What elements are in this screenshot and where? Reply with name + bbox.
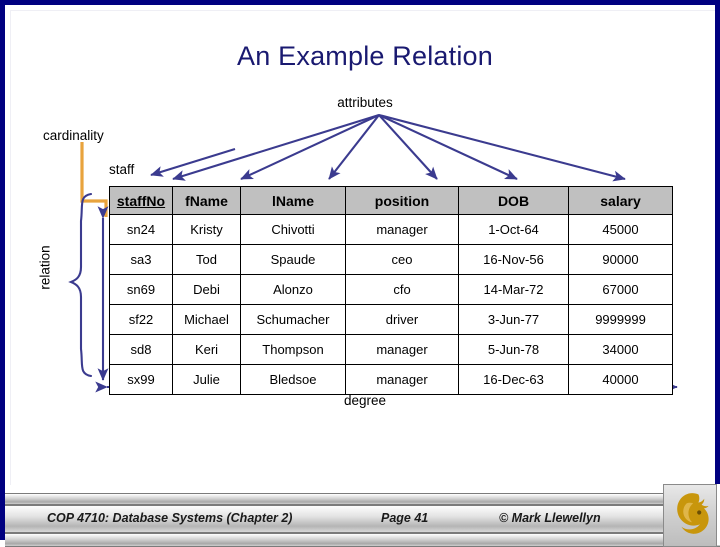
relation-table: staffNo fName lName position DOB salary … [109, 186, 673, 395]
attributes-arrows [172, 113, 626, 182]
table-row: sa3 Tod Spaude ceo 16-Nov-56 90000 [109, 244, 673, 275]
cell-lname: Schumacher [240, 304, 346, 335]
cell-fname: Julie [172, 364, 241, 395]
footer-band-bottom [5, 533, 720, 547]
footer-copyright: © Mark Llewellyn [499, 511, 601, 525]
cell-fname: Michael [172, 304, 241, 335]
column-header-staffno: staffNo [109, 186, 173, 215]
cell-position: manager [345, 214, 459, 245]
slide-right-border [715, 5, 720, 545]
cell-staffno: sf22 [109, 304, 173, 335]
label-table-name: staff [109, 162, 135, 177]
footer-course-text: COP 4710: Database Systems (Chapter 2) [47, 511, 293, 525]
relation-brace [68, 192, 93, 378]
cell-lname: Bledsoe [240, 364, 346, 395]
column-header-position: position [345, 186, 459, 215]
column-header-fname: fName [172, 186, 241, 215]
label-attributes: attributes [337, 95, 393, 110]
ucf-pegasus-logo [663, 484, 717, 547]
cell-fname: Keri [172, 334, 241, 365]
cell-dob: 16-Nov-56 [458, 244, 569, 275]
cell-salary: 90000 [568, 244, 673, 275]
column-header-dob: DOB [458, 186, 569, 215]
footer-band-top [5, 493, 720, 505]
slide-footer: COP 4710: Database Systems (Chapter 2) P… [5, 486, 720, 547]
cell-dob: 1-Oct-64 [458, 214, 569, 245]
footer-band-main [5, 505, 720, 533]
cell-dob: 14-Mar-72 [458, 274, 569, 305]
cell-dob: 3-Jun-77 [458, 304, 569, 335]
page-title: An Example Relation [237, 41, 493, 71]
table-row: sf22 Michael Schumacher driver 3-Jun-77 … [109, 304, 673, 335]
column-header-lname: lName [240, 186, 346, 215]
cell-fname: Debi [172, 274, 241, 305]
label-degree: degree [343, 393, 387, 408]
cell-position: manager [345, 334, 459, 365]
table-row: sn24 Kristy Chivotti manager 1-Oct-64 45… [109, 214, 673, 245]
table-header-row: staffNo fName lName position DOB salary [109, 186, 673, 215]
cell-lname: Thompson [240, 334, 346, 365]
cell-staffno: sn24 [109, 214, 173, 245]
cell-staffno: sn69 [109, 274, 173, 305]
cell-dob: 5-Jun-78 [458, 334, 569, 365]
cell-lname: Chivotti [240, 214, 346, 245]
cardinality-connector [80, 142, 108, 217]
cell-salary: 67000 [568, 274, 673, 305]
cell-position: cfo [345, 274, 459, 305]
table-row: sn69 Debi Alonzo cfo 14-Mar-72 67000 [109, 274, 673, 305]
label-cardinality: cardinality [43, 128, 104, 143]
cell-staffno: sa3 [109, 244, 173, 275]
label-relation: relation [37, 245, 53, 290]
pegasus-icon [677, 493, 709, 534]
cell-salary: 9999999 [568, 304, 673, 335]
staff-pointer-arrow [150, 147, 236, 177]
cell-salary: 34000 [568, 334, 673, 365]
cell-salary: 40000 [568, 364, 673, 395]
cell-salary: 45000 [568, 214, 673, 245]
cell-position: manager [345, 364, 459, 395]
cell-fname: Tod [172, 244, 241, 275]
table-row: sd8 Keri Thompson manager 5-Jun-78 34000 [109, 334, 673, 365]
slide-right-border-gap [715, 484, 720, 545]
column-header-salary: salary [568, 186, 673, 215]
cell-position: ceo [345, 244, 459, 275]
cell-staffno: sd8 [109, 334, 173, 365]
cell-lname: Alonzo [240, 274, 346, 305]
cell-fname: Kristy [172, 214, 241, 245]
cell-dob: 16-Dec-63 [458, 364, 569, 395]
table-row: sx99 Julie Bledsoe manager 16-Dec-63 400… [109, 364, 673, 395]
footer-page-number: Page 41 [381, 511, 429, 525]
cell-staffno: sx99 [109, 364, 173, 395]
cell-position: driver [345, 304, 459, 335]
cell-lname: Spaude [240, 244, 346, 275]
